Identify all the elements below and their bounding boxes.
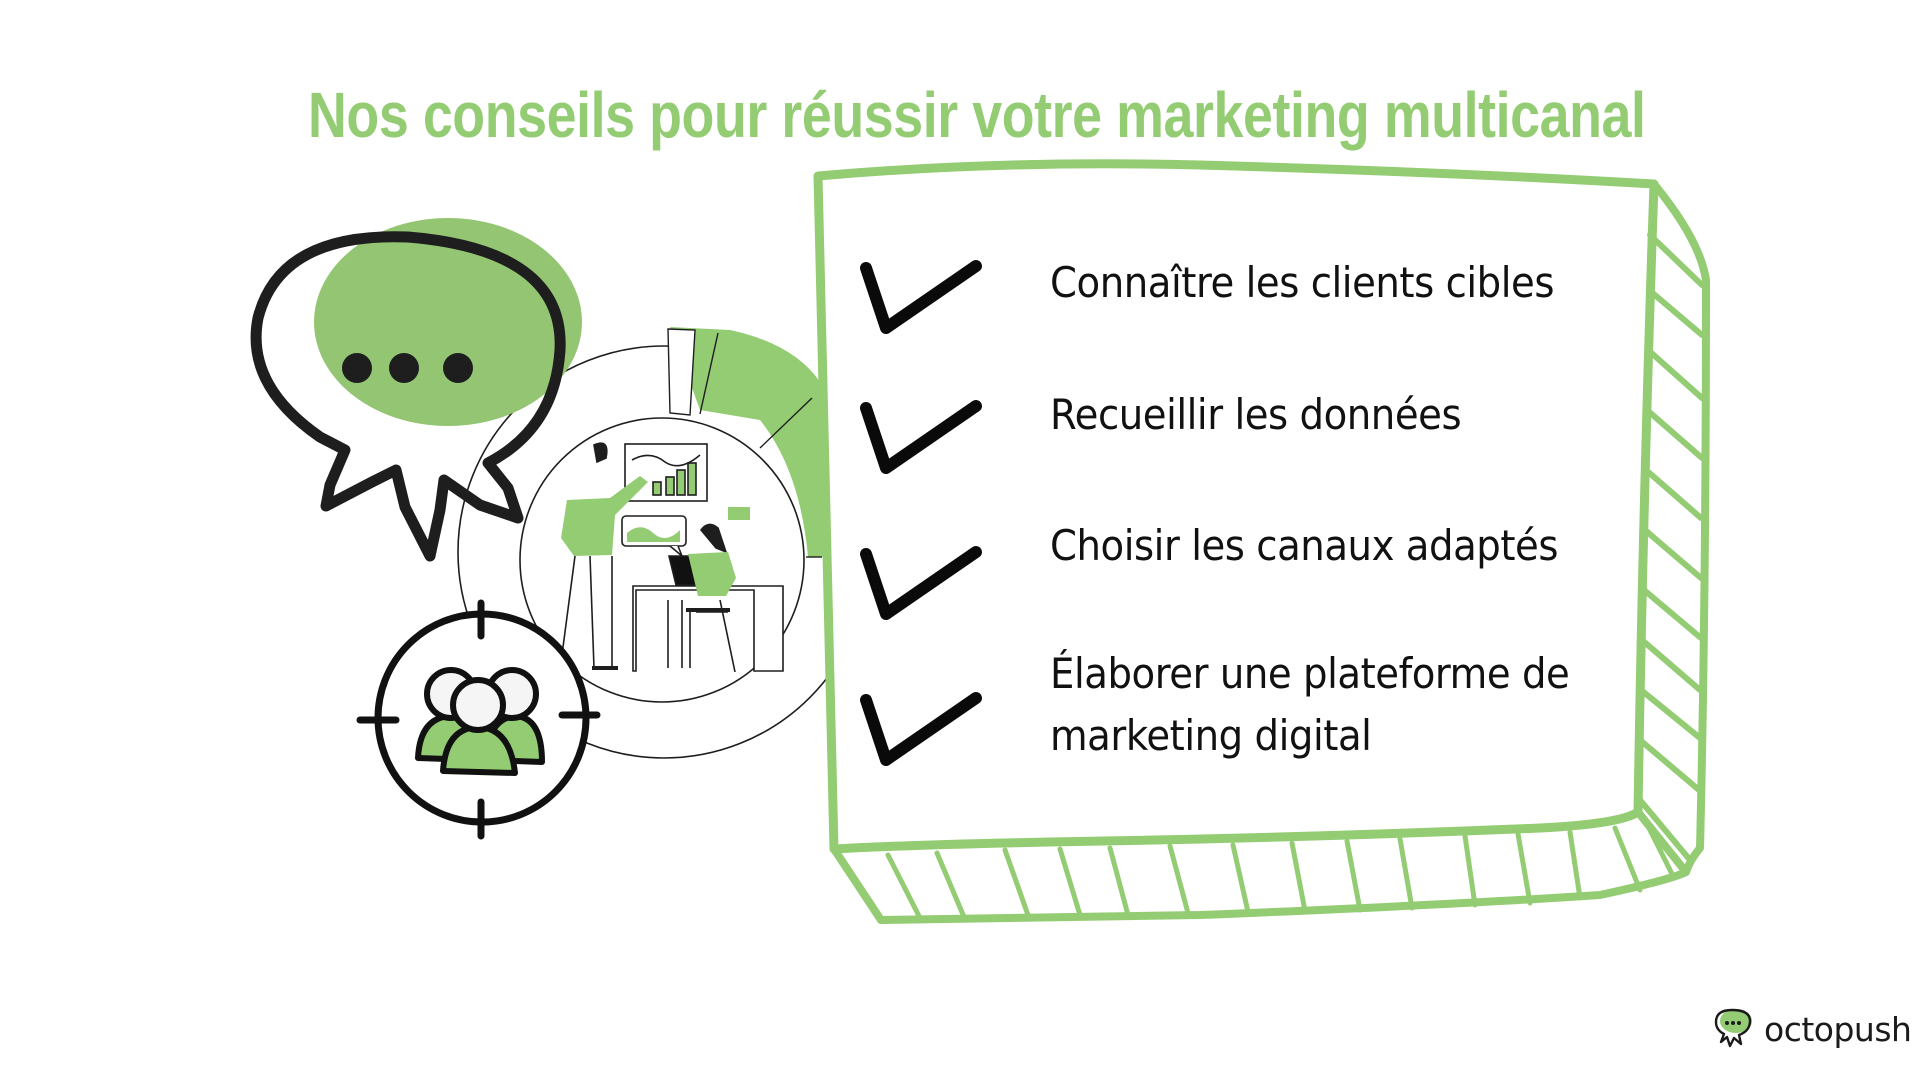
checklist-item-1: Connaître les clients cibles [1050,258,1554,307]
brand-logo: octopush [1712,1006,1912,1052]
checkmark-icon [860,546,982,620]
page-title: Nos conseils pour réussir votre marketin… [308,78,1646,151]
team-at-dashboard-illustration [559,442,784,673]
checklist-item-4-line-2: marketing digital [1050,711,1372,760]
checkmark-icon [860,260,982,334]
speech-bubble-icon [250,218,582,562]
brand-name: octopush [1764,1009,1912,1049]
checklist-item-3: Choisir les canaux adaptés [1050,521,1559,570]
dashboard-ring-illustration [457,327,871,759]
checkmark-icon [860,400,982,474]
checklist-item-2: Recueillir les données [1050,390,1462,439]
target-audience-icon [356,599,601,840]
checklist-item-4-line-1: Élaborer une plateforme de [1050,649,1570,698]
checklist-box-frame [813,159,1710,924]
checkmark-icon [860,692,982,766]
octopush-logo-icon [1714,1008,1752,1048]
